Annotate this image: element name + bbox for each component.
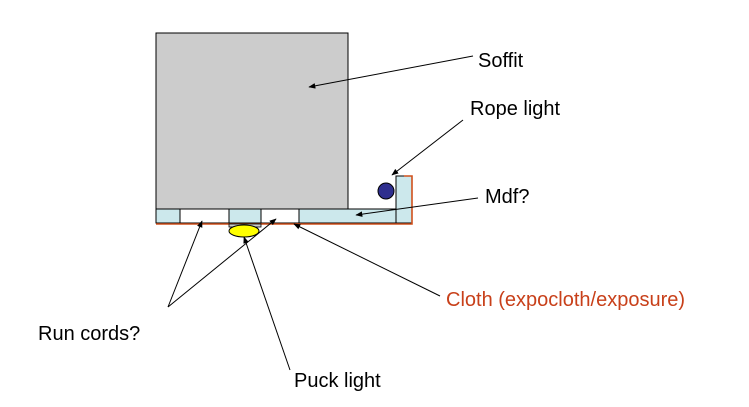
soffit-block (155, 32, 349, 210)
cord-gap-right (260, 208, 300, 224)
mdf-return (395, 175, 413, 224)
cloth-arrow (293, 223, 441, 297)
cord-gap-left (179, 208, 230, 224)
puck-light-arrow (243, 236, 291, 371)
run-cords-label: Run cords? (38, 323, 140, 345)
soffit-label: Soffit (478, 50, 524, 72)
rope-light-label: Rope light (470, 98, 561, 120)
rope-light-arrow (391, 119, 464, 176)
cloth-line (156, 175, 413, 225)
puck-light-label: Puck light (294, 370, 381, 392)
puck-light (228, 224, 260, 238)
cloth-label: Cloth (expocloth/exposure) (446, 289, 685, 311)
run-cords-arrow-right (167, 218, 277, 308)
rope-light (377, 182, 395, 200)
mdf-label: Mdf? (485, 186, 529, 208)
mdf-arrow (355, 197, 479, 217)
run-cords-arrow-left (167, 220, 203, 308)
soffit-arrow (308, 55, 474, 89)
